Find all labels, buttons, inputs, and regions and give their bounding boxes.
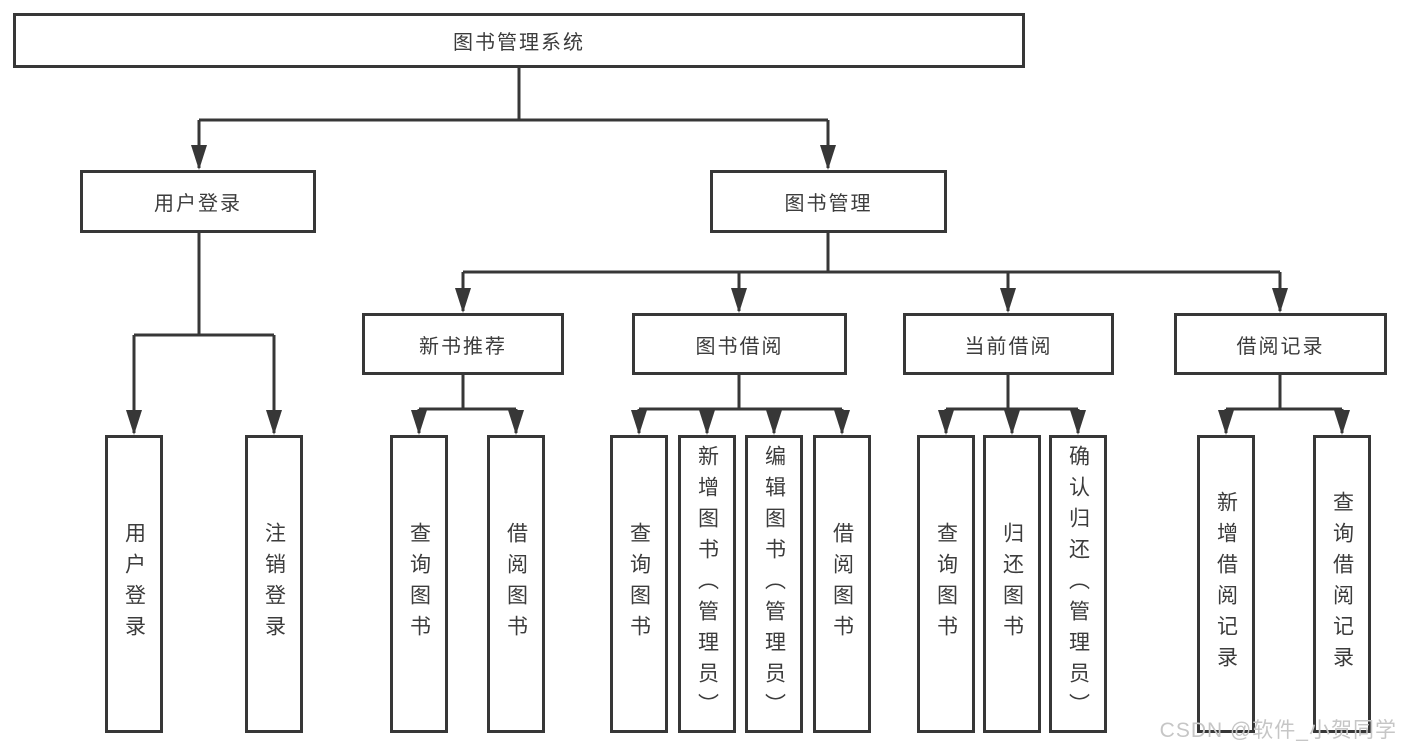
leaf-confirm-return-admin: 确认归还（管理员） [1049,435,1107,733]
tree-edges [132,68,1344,433]
node-library-management-system: 图书管理系统 [13,13,1025,68]
node-borrowing-records: 借阅记录 [1174,313,1387,375]
node-user-login: 用户登录 [80,170,316,233]
leaf-user-login: 用户登录 [105,435,163,733]
leaf-add-book-admin: 新增图书（管理员） [678,435,736,733]
leaf-borrow-books-borrowing: 借阅图书 [813,435,871,733]
leaf-query-books-borrowing: 查询图书 [610,435,668,733]
leaf-add-borrow-record: 新增借阅记录 [1197,435,1255,733]
leaf-query-books-current: 查询图书 [917,435,975,733]
node-current-borrowing: 当前借阅 [903,313,1114,375]
node-new-book-recommendation: 新书推荐 [362,313,564,375]
node-book-management: 图书管理 [710,170,947,233]
node-book-borrowing: 图书借阅 [632,313,847,375]
leaf-return-books: 归还图书 [983,435,1041,733]
leaf-query-borrow-record: 查询借阅记录 [1313,435,1371,733]
leaf-query-books-recommend: 查询图书 [390,435,448,733]
watermark: CSDN @软件_小贺同学 [1159,719,1397,742]
leaf-edit-book-admin: 编辑图书（管理员） [745,435,803,733]
leaf-borrow-books-recommend: 借阅图书 [487,435,545,733]
leaf-logout: 注销登录 [245,435,303,733]
